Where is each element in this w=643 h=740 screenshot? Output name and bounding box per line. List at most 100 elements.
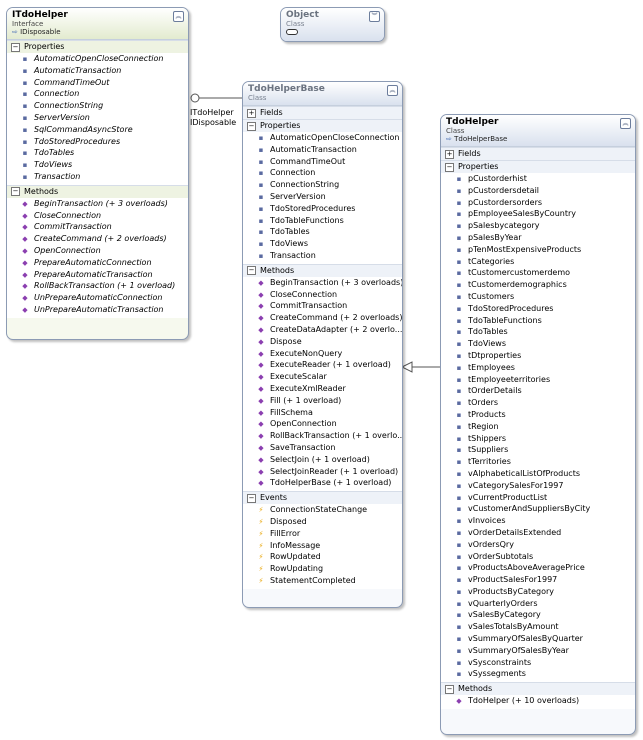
property-item[interactable]: ▪AutomaticTransaction bbox=[257, 144, 402, 156]
method-item[interactable]: ◆SelectJoin (+ 1 overload) bbox=[257, 454, 402, 466]
tdohelper-methods-header[interactable]: −Methods bbox=[441, 683, 635, 696]
minus-icon[interactable]: − bbox=[11, 187, 20, 197]
property-item[interactable]: ▪tEmployeeterritories bbox=[455, 374, 635, 386]
method-item[interactable]: ◆CommitTransaction bbox=[21, 221, 188, 233]
tdohelper-fields-header[interactable]: +Fields bbox=[441, 148, 635, 160]
method-item[interactable]: ◆SelectJoinReader (+ 1 overload) bbox=[257, 466, 402, 478]
double-chevron-down-icon[interactable]: ︾ bbox=[369, 11, 380, 22]
property-item[interactable]: ▪ServerVersion bbox=[257, 191, 402, 203]
plus-icon[interactable]: + bbox=[445, 149, 454, 159]
property-item[interactable]: ▪pEmployeeSalesByCountry bbox=[455, 208, 635, 220]
method-item[interactable]: ◆Fill (+ 1 overload) bbox=[257, 395, 402, 407]
property-item[interactable]: ▪vOrdersQry bbox=[455, 539, 635, 551]
method-item[interactable]: ◆PrepareAutomaticConnection bbox=[21, 257, 188, 269]
itdohelper-properties-header[interactable]: −Properties bbox=[7, 41, 188, 53]
property-item[interactable]: ▪pSalesbycategory bbox=[455, 220, 635, 232]
property-item[interactable]: ▪TdoStoredProcedures bbox=[455, 303, 635, 315]
property-item[interactable]: ▪TdoTables bbox=[455, 326, 635, 338]
property-item[interactable]: ▪vSyssegments bbox=[455, 668, 635, 680]
method-item[interactable]: ◆BeginTransaction (+ 3 overloads) bbox=[257, 277, 402, 289]
property-item[interactable]: ▪vProductsAboveAveragePrice bbox=[455, 562, 635, 574]
property-item[interactable]: ▪tCustomerdemographics bbox=[455, 279, 635, 291]
method-item[interactable]: ◆CommitTransaction bbox=[257, 300, 402, 312]
property-item[interactable]: ▪tCategories bbox=[455, 256, 635, 268]
property-item[interactable]: ▪CommandTimeOut bbox=[257, 156, 402, 168]
property-item[interactable]: ▪vCustomerAndSuppliersByCity bbox=[455, 503, 635, 515]
property-item[interactable]: ▪TdoViews bbox=[455, 338, 635, 350]
method-item[interactable]: ◆PrepareAutomaticTransaction bbox=[21, 269, 188, 281]
object-class-box[interactable]: Object Class ︾ bbox=[280, 7, 385, 42]
property-item[interactable]: ▪TdoStoredProcedures bbox=[257, 203, 402, 215]
tdohelper-class-box[interactable]: TdoHelper Class TdoHelperBase ︽ +Fields … bbox=[440, 114, 636, 735]
property-item[interactable]: ▪TdoTableFunctions bbox=[455, 315, 635, 327]
minus-icon[interactable]: − bbox=[445, 684, 454, 694]
property-item[interactable]: ▪ServerVersion bbox=[21, 112, 188, 124]
property-item[interactable]: ▪tOrders bbox=[455, 397, 635, 409]
property-item[interactable]: ▪vSummaryOfSalesByYear bbox=[455, 645, 635, 657]
double-chevron-up-icon[interactable]: ︽ bbox=[387, 85, 398, 96]
property-item[interactable]: ▪TdoStoredProcedures bbox=[21, 136, 188, 148]
property-item[interactable]: ▪Transaction bbox=[21, 171, 188, 183]
property-item[interactable]: ▪pCustorderhist bbox=[455, 173, 635, 185]
property-item[interactable]: ▪vQuarterlyOrders bbox=[455, 598, 635, 610]
property-item[interactable]: ▪vCategorySalesFor1997 bbox=[455, 480, 635, 492]
method-item[interactable]: ◆RollBackTransaction (+ 1 overlo... bbox=[257, 430, 402, 442]
tdohelperbase-class-box[interactable]: TdoHelperBase Class ︽ +Fields −Propertie… bbox=[242, 81, 403, 608]
property-item[interactable]: ▪tCustomers bbox=[455, 291, 635, 303]
method-item[interactable]: ◆CloseConnection bbox=[257, 289, 402, 301]
tdohelperbase-events-header[interactable]: −Events bbox=[243, 492, 402, 505]
property-item[interactable]: ▪Connection bbox=[257, 167, 402, 179]
minus-icon[interactable]: − bbox=[247, 266, 256, 276]
event-item[interactable]: ⚡Disposed bbox=[257, 516, 402, 528]
method-item[interactable]: ◆CreateDataAdapter (+ 2 overlo... bbox=[257, 324, 402, 336]
property-item[interactable]: ▪tOrderDetails bbox=[455, 385, 635, 397]
event-item[interactable]: ⚡FillError bbox=[257, 528, 402, 540]
property-item[interactable]: ▪vOrderSubtotals bbox=[455, 551, 635, 563]
tdohelperbase-methods-header[interactable]: −Methods bbox=[243, 264, 402, 277]
property-item[interactable]: ▪TdoViews bbox=[257, 238, 402, 250]
property-item[interactable]: ▪TdoTableFunctions bbox=[257, 215, 402, 227]
property-item[interactable]: ▪vSalesByCategory bbox=[455, 609, 635, 621]
event-item[interactable]: ⚡RowUpdating bbox=[257, 563, 402, 575]
minus-icon[interactable]: − bbox=[247, 121, 256, 131]
property-item[interactable]: ▪tShippers bbox=[455, 433, 635, 445]
method-item[interactable]: ◆UnPrepareAutomaticConnection bbox=[21, 292, 188, 304]
property-item[interactable]: ▪TdoTables bbox=[21, 147, 188, 159]
method-item[interactable]: ◆BeginTransaction (+ 3 overloads) bbox=[21, 198, 188, 210]
property-item[interactable]: ▪vInvoices bbox=[455, 515, 635, 527]
event-item[interactable]: ⚡InfoMessage bbox=[257, 540, 402, 552]
method-item[interactable]: ◆Dispose bbox=[257, 336, 402, 348]
property-item[interactable]: ▪vSysconstraints bbox=[455, 657, 635, 669]
property-item[interactable]: ▪CommandTimeOut bbox=[21, 77, 188, 89]
event-item[interactable]: ⚡StatementCompleted bbox=[257, 575, 402, 587]
property-item[interactable]: ▪vSalesTotalsByAmount bbox=[455, 621, 635, 633]
double-chevron-up-icon[interactable]: ︽ bbox=[173, 11, 184, 22]
property-item[interactable]: ▪pCustordersorders bbox=[455, 197, 635, 209]
property-item[interactable]: ▪tCustomercustomerdemo bbox=[455, 267, 635, 279]
tdohelper-properties-header[interactable]: −Properties bbox=[441, 161, 635, 173]
method-item[interactable]: ◆ExecuteNonQuery bbox=[257, 348, 402, 360]
property-item[interactable]: ▪Connection bbox=[21, 88, 188, 100]
property-item[interactable]: ▪TdoViews bbox=[21, 159, 188, 171]
property-item[interactable]: ▪pCustordersdetail bbox=[455, 185, 635, 197]
method-item[interactable]: ◆TdoHelperBase (+ 1 overload) bbox=[257, 477, 402, 489]
property-item[interactable]: ▪vCurrentProductList bbox=[455, 492, 635, 504]
method-item[interactable]: ◆ExecuteXmlReader bbox=[257, 383, 402, 395]
property-item[interactable]: ▪vOrderDetailsExtended bbox=[455, 527, 635, 539]
property-item[interactable]: ▪tEmployees bbox=[455, 362, 635, 374]
property-item[interactable]: ▪pTenMostExpensiveProducts bbox=[455, 244, 635, 256]
property-item[interactable]: ▪ConnectionString bbox=[21, 100, 188, 112]
method-item[interactable]: ◆FillSchema bbox=[257, 407, 402, 419]
tdohelperbase-fields-header[interactable]: +Fields bbox=[243, 107, 402, 119]
double-chevron-up-icon[interactable]: ︽ bbox=[620, 118, 631, 129]
property-item[interactable]: ▪vAlphabeticalListOfProducts bbox=[455, 468, 635, 480]
minus-icon[interactable]: − bbox=[11, 42, 20, 52]
property-item[interactable]: ▪tTerritories bbox=[455, 456, 635, 468]
property-item[interactable]: ▪SqlCommandAsyncStore bbox=[21, 124, 188, 136]
method-item[interactable]: ◆CreateCommand (+ 2 overloads) bbox=[257, 312, 402, 324]
plus-icon[interactable]: + bbox=[247, 108, 256, 118]
tdohelperbase-properties-header[interactable]: −Properties bbox=[243, 120, 402, 132]
method-item[interactable]: ◆SaveTransaction bbox=[257, 442, 402, 454]
itdohelper-interface-box[interactable]: ITdoHelper Interface IDisposable ︽ −Prop… bbox=[6, 7, 189, 340]
method-item[interactable]: ◆OpenConnection bbox=[257, 418, 402, 430]
